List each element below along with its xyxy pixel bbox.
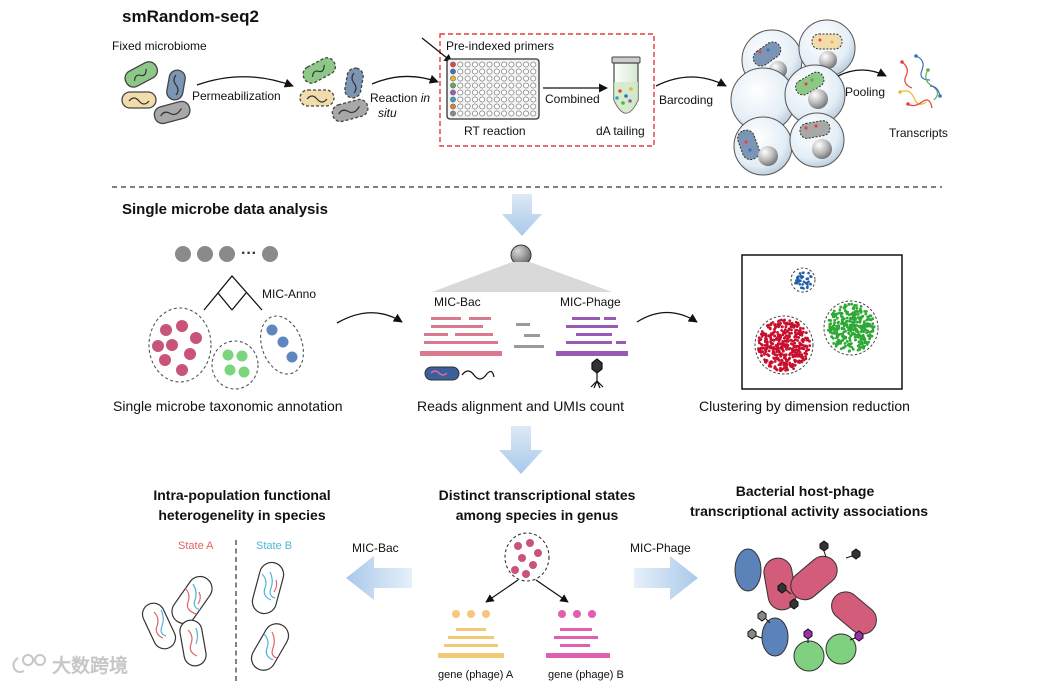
left-title-line2: heterogenelity in species <box>158 507 325 523</box>
fixed-microbiome-label: Fixed microbiome <box>112 39 207 53</box>
rt-reaction-label: RT reaction <box>464 124 526 138</box>
watermark-text: 大数跨境 <box>52 654 128 677</box>
mic-anno-label: MIC-Anno <box>262 287 316 301</box>
host-phage-cells <box>734 548 877 672</box>
gene-a-label: gene (phage) A <box>438 669 514 681</box>
center-title-line2: among species in genus <box>456 507 619 523</box>
spotlight-cone <box>432 262 612 292</box>
permeabilization-label: Permeabilization <box>192 89 281 103</box>
clustering-label: Clustering by dimension reduction <box>699 398 910 414</box>
mic-phage-label: MIC-Phage <box>560 295 621 309</box>
bac-reads-bars <box>420 317 502 356</box>
barcoding-arrow <box>655 76 727 87</box>
gene-b-reads <box>546 610 610 658</box>
transcripts-label: Transcripts <box>889 126 948 140</box>
section-title-analysis: Single microbe data analysis <box>122 201 328 218</box>
tree-ellipsis: ··· <box>241 245 257 262</box>
down-arrow-2 <box>499 426 543 474</box>
primer-pointer-line <box>421 37 453 63</box>
mic-anno-tree <box>175 246 278 311</box>
left-title-line1: Intra-population functional <box>153 487 330 503</box>
anno-to-alignment-arrow <box>336 312 403 324</box>
center-title-line1: Distinct transcriptional states <box>439 487 636 503</box>
taxonomic-annotation-label: Single microbe taxonomic annotation <box>113 398 343 414</box>
watermark-logo: 大数跨境 <box>12 654 128 677</box>
right-title-line1: Bacterial host-phage <box>736 483 875 499</box>
phage-icon <box>590 358 604 389</box>
reaction-label: Reaction in <box>370 91 430 105</box>
combined-label: Combined <box>545 92 600 106</box>
arrow-to-gene-a <box>485 579 519 603</box>
genus-cluster <box>504 532 550 582</box>
phage-reads-bars <box>556 317 628 356</box>
pooling-label: Pooling <box>845 85 885 99</box>
permeabilized-cells <box>299 57 369 123</box>
gene-b-label: gene (phage) B <box>548 669 624 681</box>
unmapped-reads-bars <box>514 323 544 348</box>
left-blue-arrow <box>346 556 412 600</box>
state-b-label: State B <box>256 540 292 552</box>
section-title-smrandom-seq2: smRandom-seq2 <box>122 7 259 26</box>
reaction-situ-label: situ <box>378 106 397 120</box>
right-title-line2: transcriptional activity associations <box>690 503 928 519</box>
pooling-arrow <box>837 68 887 77</box>
droplets <box>730 19 856 176</box>
tube-icon <box>611 56 641 114</box>
reads-alignment-label: Reads alignment and UMIs count <box>417 398 624 414</box>
barcoding-label: Barcoding <box>659 93 713 107</box>
permeabilization-arrow <box>196 76 294 88</box>
gene-a-reads <box>438 610 504 658</box>
clustering-points <box>754 267 879 375</box>
rt-reaction-box <box>439 33 655 147</box>
well-plate <box>446 58 540 120</box>
right-blue-arrow <box>634 556 698 600</box>
left-mic-bac-label: MIC-Bac <box>352 541 399 555</box>
right-mic-phage-label: MIC-Phage <box>630 541 691 555</box>
phage-particles <box>747 540 864 643</box>
pre-indexed-primers-label: Pre-indexed primers <box>446 39 554 53</box>
state-a-label: State A <box>178 540 214 552</box>
state-bacteria <box>141 561 290 671</box>
mic-bac-label: MIC-Bac <box>434 295 481 309</box>
da-tailing-label: dA tailing <box>596 124 645 138</box>
down-arrow-1 <box>502 194 542 236</box>
alignment-to-clustering-arrow <box>636 311 698 323</box>
fixed-microbiome-cells <box>121 61 191 125</box>
bacterium-icon <box>424 366 495 381</box>
transcripts-icon <box>899 55 941 109</box>
taxonomic-clusters <box>148 307 304 390</box>
transcript-dots <box>898 54 942 106</box>
reaction-arrow <box>371 74 439 85</box>
arrow-to-gene-b <box>535 579 569 603</box>
